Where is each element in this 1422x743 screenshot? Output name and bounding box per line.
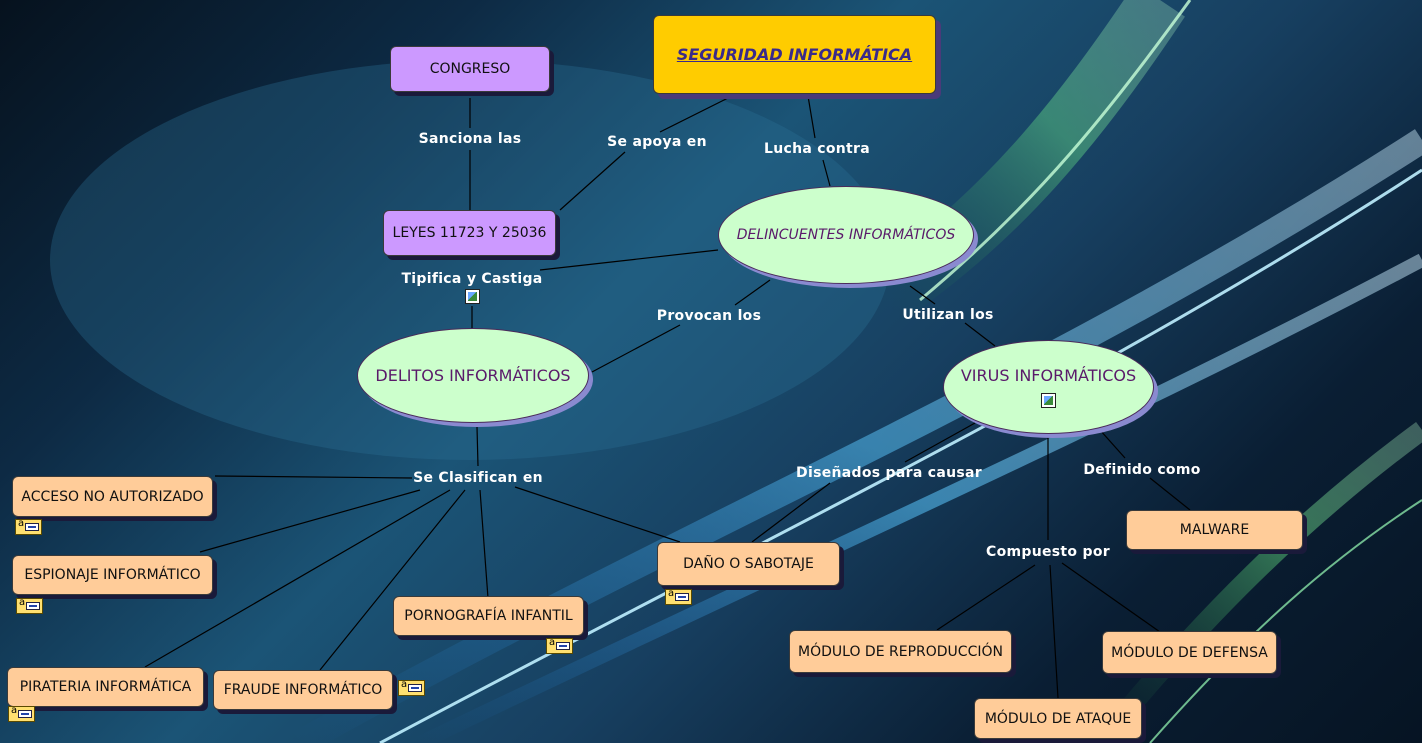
document-resource-icon[interactable]: a [665, 589, 692, 605]
link-compuesto-por[interactable]: Compuesto por [986, 544, 1110, 560]
node-virus-label: VIRUS INFORMÁTICOS [961, 366, 1136, 385]
node-fraude-informatico[interactable]: FRAUDE INFORMÁTICO [213, 670, 393, 710]
node-modulo-defensa[interactable]: MÓDULO DE DEFENSA [1102, 631, 1277, 674]
document-resource-icon[interactable]: a [15, 519, 42, 535]
link-disenados-para-causar[interactable]: Diseñados para causar [796, 465, 982, 481]
link-se-apoya-en[interactable]: Se apoya en [607, 134, 707, 150]
link-se-clasifican-en[interactable]: Se Clasifican en [413, 470, 543, 486]
node-modulo-ataque[interactable]: MÓDULO DE ATAQUE [974, 698, 1142, 739]
node-delitos-informaticos[interactable]: DELITOS INFORMÁTICOS [357, 328, 589, 423]
node-espionaje-informatico[interactable]: ESPIONAJE INFORMÁTICO [12, 555, 213, 595]
node-acceso-no-autorizado[interactable]: ACCESO NO AUTORIZADO [12, 476, 213, 517]
link-utilizan-los[interactable]: Utilizan los [902, 307, 993, 323]
node-pirateria-informatica[interactable]: PIRATERIA INFORMÁTICA [7, 667, 204, 707]
document-resource-icon[interactable]: a [8, 706, 35, 722]
node-modulo-reproduccion[interactable]: MÓDULO DE REPRODUCCIÓN [789, 630, 1012, 673]
link-sanciona-las[interactable]: Sanciona las [419, 131, 522, 147]
document-resource-icon[interactable]: a [398, 680, 425, 696]
node-seguridad-informatica[interactable]: SEGURIDAD INFORMÁTICA [653, 15, 936, 94]
node-virus-informaticos[interactable]: VIRUS INFORMÁTICOS [943, 340, 1154, 434]
link-provocan-los[interactable]: Provocan los [657, 308, 761, 324]
node-dano-sabotaje[interactable]: DAÑO O SABOTAJE [657, 542, 840, 586]
document-resource-icon[interactable]: a [16, 598, 43, 614]
link-lucha-contra[interactable]: Lucha contra [764, 141, 870, 157]
link-definido-como[interactable]: Definido como [1083, 462, 1200, 478]
node-malware[interactable]: MALWARE [1126, 510, 1303, 550]
node-congreso[interactable]: CONGRESO [390, 46, 550, 92]
node-delincuentes-informaticos[interactable]: DELINCUENTES INFORMÁTICOS [718, 186, 974, 284]
node-pornografia-infantil[interactable]: PORNOGRAFÍA INFANTIL [393, 596, 584, 636]
document-resource-icon[interactable]: a [546, 638, 573, 654]
image-resource-icon[interactable] [1041, 393, 1056, 408]
link-tipifica-castiga[interactable]: Tipifica y Castiga [401, 271, 542, 287]
image-resource-icon[interactable] [465, 289, 480, 304]
node-leyes[interactable]: LEYES 11723 Y 25036 [383, 210, 556, 256]
